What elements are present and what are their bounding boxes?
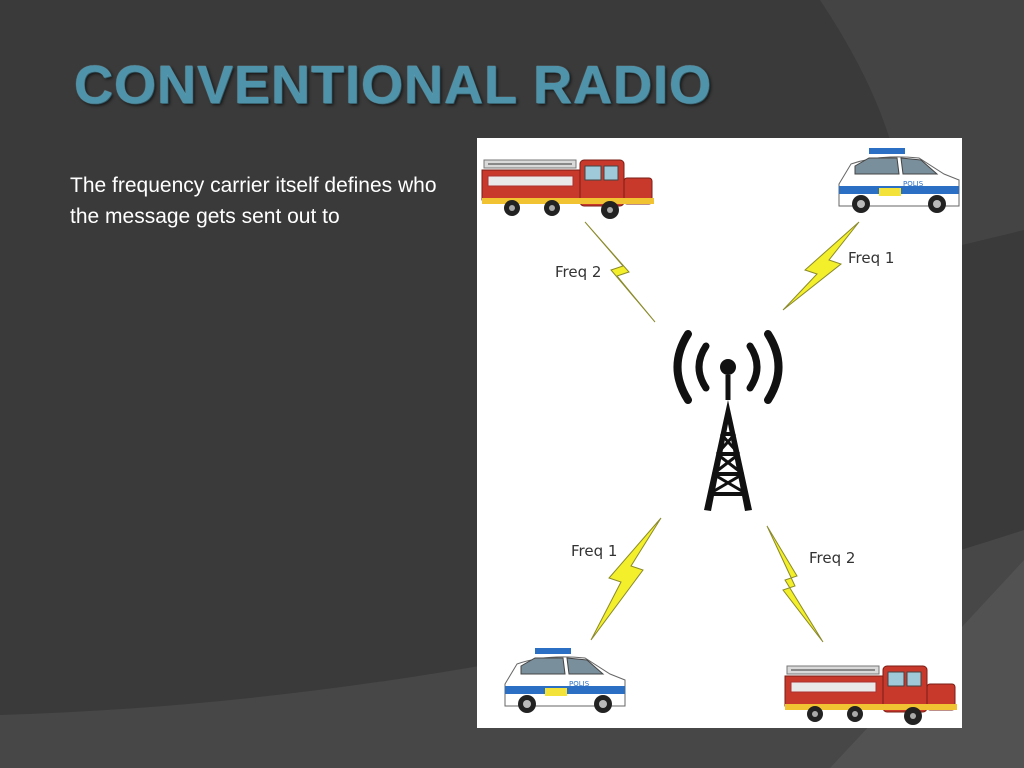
- police-car-top-right: POLIS: [838, 148, 960, 213]
- lightning-bolt-bottom-left: [590, 517, 662, 641]
- freq-label-top-left: Freq 2: [555, 263, 601, 281]
- svg-text:POLIS: POLIS: [569, 680, 590, 688]
- lightning-bolt-bottom-right: [766, 525, 824, 643]
- svg-text:POLIS: POLIS: [903, 180, 924, 188]
- fire-truck-top-left: [481, 159, 654, 219]
- body-text: The frequency carrier itself defines who…: [70, 174, 437, 228]
- radio-diagram: POLIS POLIS: [477, 138, 962, 728]
- police-car-bottom-left: POLIS: [504, 648, 626, 713]
- lightning-bolt-top-left: [584, 221, 656, 323]
- freq-label-top-right: Freq 1: [848, 249, 894, 267]
- fire-truck-bottom-right: [784, 665, 957, 725]
- slide-title: CONVENTIONAL RADIO: [74, 55, 713, 115]
- freq-label-bottom-right: Freq 2: [809, 549, 855, 567]
- freq-label-bottom-left: Freq 1: [571, 542, 617, 560]
- radio-tower-icon: [673, 330, 783, 511]
- lightning-bolt-top-right: [782, 221, 860, 311]
